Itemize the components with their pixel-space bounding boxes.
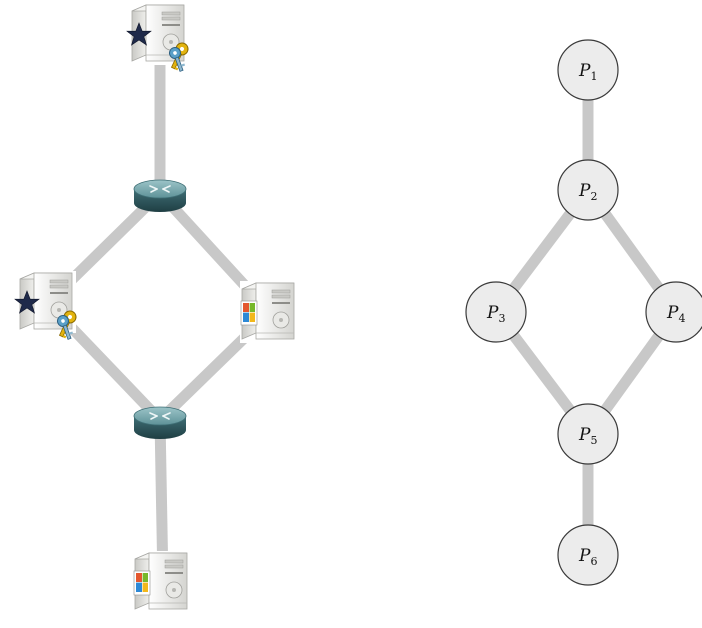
graph-node-P1: P1 <box>557 39 619 101</box>
server-top-server-icon <box>126 3 191 74</box>
node-label-P1: P1 <box>578 61 597 83</box>
graph-node-P6: P6 <box>557 524 619 586</box>
graph-node-P4: P4 <box>645 281 702 343</box>
server-left-server-icon <box>14 271 79 342</box>
windows-icon <box>133 570 151 596</box>
windows-icon <box>240 300 258 326</box>
network-links <box>44 35 275 584</box>
node-label-P6: P6 <box>578 546 597 568</box>
server-bottom-server-icon <box>133 551 191 613</box>
node-label-P4: P4 <box>666 303 685 325</box>
router-upper-router-icon <box>133 179 187 213</box>
server-right-server-icon <box>240 281 298 343</box>
node-label-P3: P3 <box>486 303 505 325</box>
router-lower-router-icon <box>133 406 187 440</box>
graph-node-P5: P5 <box>557 403 619 465</box>
graph-node-P3: P3 <box>465 281 527 343</box>
network-devices <box>14 3 298 613</box>
node-label-P5: P5 <box>578 425 597 447</box>
graph-node-P2: P2 <box>557 159 619 221</box>
node-label-P2: P2 <box>578 181 597 203</box>
